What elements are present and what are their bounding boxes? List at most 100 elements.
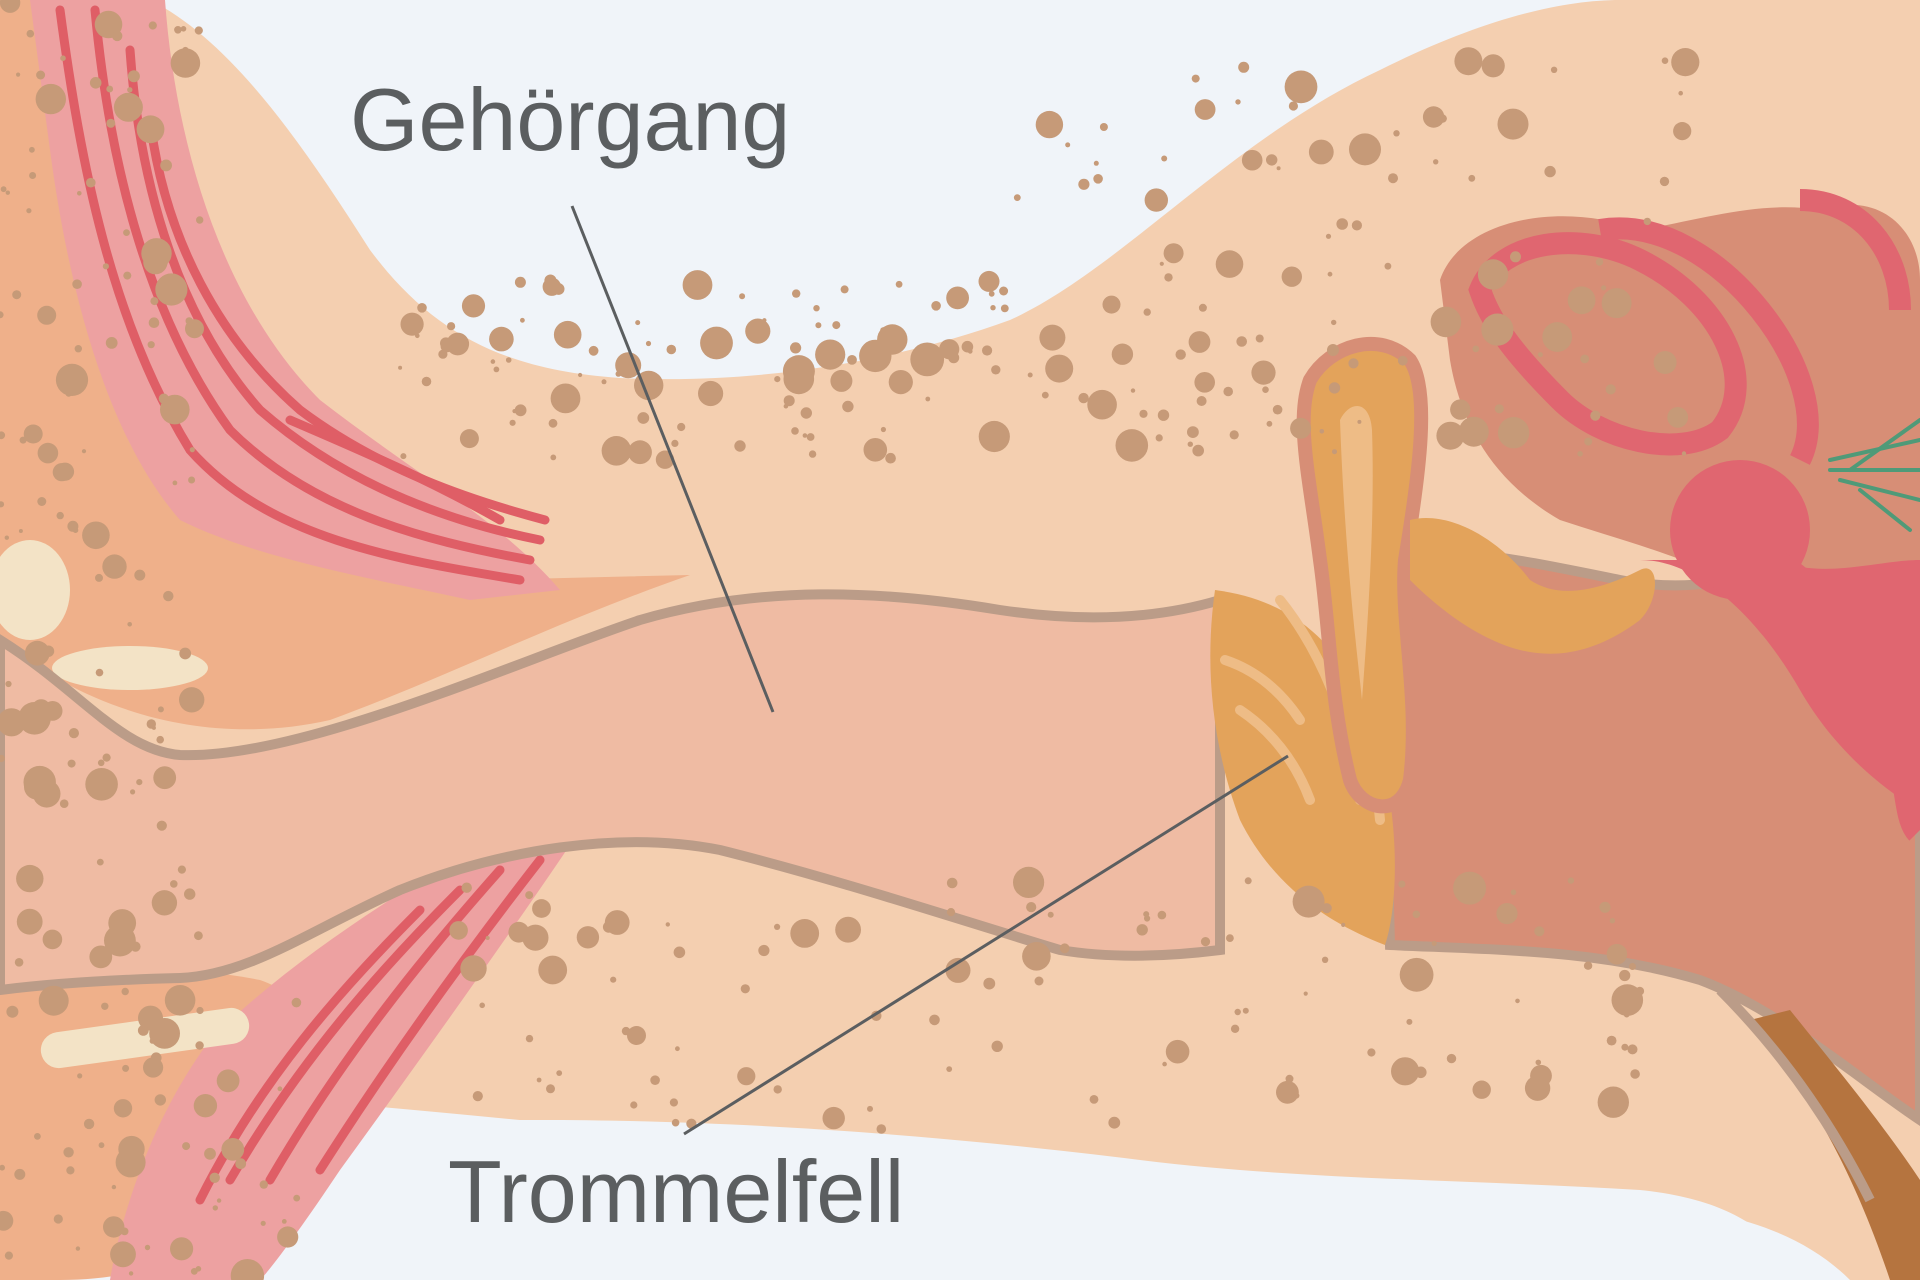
texture-dot [113, 92, 143, 122]
texture-dot [1391, 1057, 1420, 1086]
texture-dot [127, 87, 133, 93]
texture-dot [910, 342, 945, 377]
texture-dot [1397, 355, 1408, 366]
texture-dot [946, 1066, 953, 1072]
texture-dot [806, 433, 815, 441]
texture-dot [29, 172, 37, 179]
texture-dot [1139, 409, 1148, 418]
texture-dot [1230, 1024, 1240, 1034]
texture-dot [734, 440, 746, 452]
texture-dot [544, 274, 557, 287]
texture-dot [459, 429, 479, 449]
texture-dot [121, 987, 129, 996]
auditory-nerve-icon [1828, 418, 1920, 532]
texture-dot [1191, 74, 1200, 83]
texture-dot [1111, 343, 1134, 365]
texture-dot [170, 48, 201, 78]
texture-dot [1087, 389, 1117, 420]
texture-dot [151, 890, 178, 916]
texture-dot [1349, 133, 1381, 166]
texture-dot [1351, 220, 1362, 231]
texture-dot [1196, 396, 1207, 406]
texture-dot [1659, 176, 1670, 187]
texture-dot [682, 270, 713, 300]
texture-dot [449, 921, 468, 940]
texture-dot [184, 888, 196, 900]
texture-dot [1027, 372, 1033, 378]
texture-dot [1161, 155, 1168, 162]
texture-dot [136, 779, 143, 786]
texture-dot [1336, 218, 1348, 230]
texture-dot [1157, 910, 1167, 920]
texture-dot [1468, 174, 1476, 182]
texture-dot [525, 1034, 534, 1043]
texture-dot [112, 30, 123, 42]
texture-dot [127, 622, 132, 627]
texture-dot [1653, 351, 1677, 374]
texture-dot [18, 702, 51, 735]
texture-dot [774, 376, 781, 383]
texture-dot [1115, 429, 1149, 462]
texture-dot [1242, 1007, 1249, 1014]
texture-dot [1162, 1061, 1167, 1067]
texture-dot [673, 946, 686, 959]
texture-dot [1681, 451, 1687, 456]
texture-dot [1045, 354, 1074, 383]
texture-dot [1530, 1064, 1552, 1087]
texture-dot [604, 910, 630, 935]
ear-canal [0, 589, 1225, 996]
texture-dot [0, 1210, 14, 1231]
texture-dot [36, 70, 46, 80]
texture-dot [1619, 969, 1631, 982]
texture-dot [1089, 1095, 1099, 1104]
texture-dot [143, 249, 168, 275]
texture-dot [876, 1124, 887, 1134]
texture-dot [104, 924, 136, 957]
texture-dot [1678, 90, 1683, 96]
texture-dot [216, 1069, 240, 1093]
label-eardrum: Trommelfell [448, 1142, 904, 1241]
texture-dot [0, 431, 6, 440]
texture-dot [440, 337, 452, 350]
texture-dot [127, 70, 140, 83]
texture-dot [1606, 943, 1628, 965]
texture-dot [847, 355, 857, 365]
texture-dot [509, 419, 516, 426]
texture-dot [16, 864, 44, 893]
texture-dot [588, 345, 599, 356]
texture-dot [677, 422, 686, 432]
texture-dot [1550, 66, 1558, 74]
texture-dot [400, 453, 407, 460]
texture-dot [1290, 417, 1312, 439]
malleus-highlight [1340, 406, 1373, 700]
texture-dot [95, 573, 103, 582]
texture-dot [461, 294, 486, 318]
texture-dot [815, 322, 822, 329]
texture-dot [895, 280, 903, 288]
texture-dot [1584, 437, 1593, 446]
texture-dot [446, 332, 470, 356]
texture-dot [1266, 154, 1278, 166]
texture-dot [180, 26, 187, 32]
texture-dot [1159, 261, 1164, 266]
texture-dot [978, 270, 1000, 292]
texture-dot [0, 0, 21, 13]
cochlea-body [1640, 560, 1920, 810]
texture-dot [67, 520, 79, 532]
texture-dot [83, 1118, 95, 1130]
texture-dot [1288, 101, 1298, 111]
texture-dot [1535, 1059, 1542, 1066]
texture-dot [885, 452, 896, 464]
texture-dot [1357, 419, 1362, 424]
texture-dot [1537, 352, 1543, 358]
texture-dot [55, 462, 75, 481]
texture-dot [1627, 1044, 1638, 1055]
texture-dot [1175, 349, 1186, 360]
texture-dot [739, 293, 746, 300]
texture-dot [102, 263, 109, 270]
texture-dot [1454, 47, 1483, 76]
texture-dot [991, 1040, 1003, 1053]
texture-dot [1130, 388, 1136, 393]
texture-dot [1223, 386, 1233, 397]
texture-dot [16, 908, 43, 935]
